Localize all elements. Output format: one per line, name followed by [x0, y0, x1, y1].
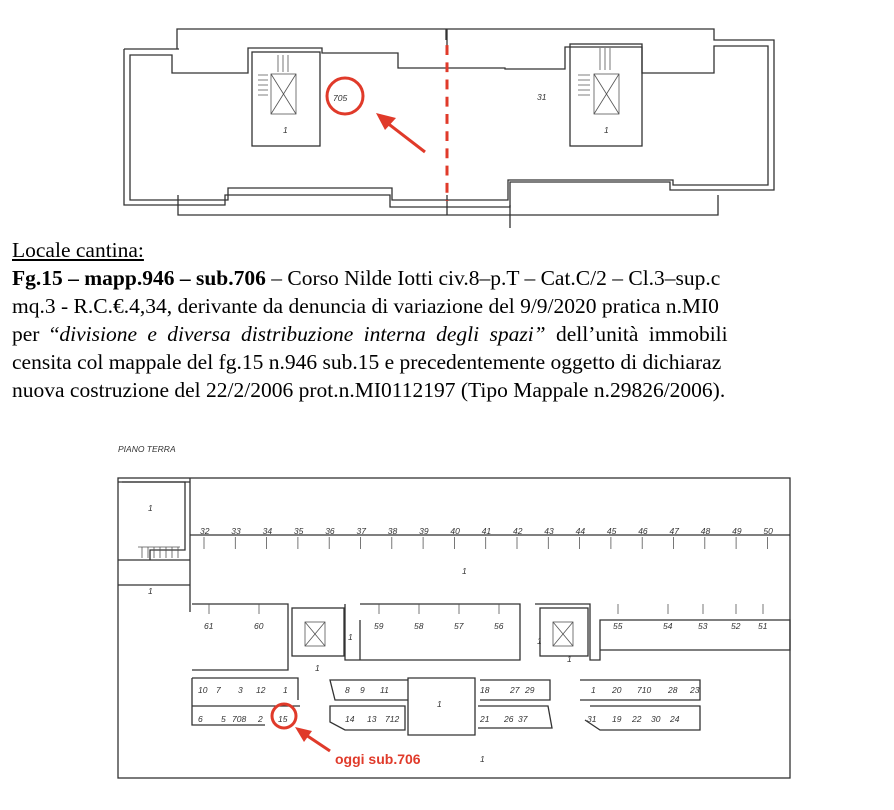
parking-label: 58	[414, 621, 424, 631]
unit-label: 1	[283, 125, 288, 135]
cellar-label: 30	[651, 714, 661, 724]
parking-label: 39	[419, 526, 429, 536]
cellar-label: 14	[345, 714, 355, 724]
cellar-label: 3	[238, 685, 243, 695]
cellar-label: 28	[667, 685, 678, 695]
parking-label: 43	[544, 526, 554, 536]
cellar-label: 10	[198, 685, 208, 695]
highlight-circle-705	[325, 76, 365, 116]
area-label: 1	[480, 754, 485, 764]
parking-label: 42	[513, 526, 523, 536]
cellar-label: 5	[221, 714, 226, 724]
area-label: 1	[537, 636, 542, 646]
area-label: 1	[567, 654, 572, 664]
area-label: 1	[315, 663, 320, 673]
parking-label: 44	[576, 526, 586, 536]
cellar-label: 21	[479, 714, 490, 724]
parking-label: 45	[607, 526, 617, 536]
cellar-label: 37	[518, 714, 528, 724]
parking-label: 46	[638, 526, 648, 536]
parking-label: 47	[670, 526, 680, 536]
parking-label: 49	[732, 526, 742, 536]
text-line: nuova costruzione del 22/2/2006 prot.n.M…	[12, 378, 726, 402]
cellar-label: 18	[480, 685, 490, 695]
cellar-label: 15	[278, 714, 288, 724]
unit-label: 31	[537, 92, 547, 102]
cellar-label: 2	[257, 714, 263, 724]
parking-label: 60	[254, 621, 264, 631]
parking-label: 38	[388, 526, 398, 536]
area-label: 1	[462, 566, 467, 576]
plan-title: PIANO TERRA	[118, 444, 176, 454]
parking-label: 35	[294, 526, 304, 536]
parking-label: 56	[494, 621, 504, 631]
cellar-label: 26	[503, 714, 514, 724]
cellar-label: 19	[612, 714, 622, 724]
cellar-label: 7	[216, 685, 221, 695]
cadastral-reference: Fg.15 – mapp.946 – sub.706	[12, 266, 266, 290]
cellar-label: 29	[524, 685, 535, 695]
area-label: 1	[148, 586, 153, 596]
parking-label: 52	[731, 621, 741, 631]
cellar-label: 1	[591, 685, 596, 695]
cellar-label: 20	[611, 685, 622, 695]
area-label: 1	[348, 632, 353, 642]
parking-label: 61	[204, 621, 214, 631]
parking-label: 32	[200, 526, 210, 536]
parking-label: 59	[374, 621, 384, 631]
area-label: 1	[148, 503, 153, 513]
text-span: – Corso Nilde Iotti civ.8–p.T – Cat.C/2 …	[265, 266, 721, 290]
cellar-label: 12	[256, 685, 266, 695]
parking-label: 54	[663, 621, 673, 631]
upper-floor-plan: 1 705 31 1	[123, 28, 775, 228]
parking-label: 40	[450, 526, 460, 536]
text-line: mq.3 - R.C.€.4,34, derivante da denuncia…	[12, 294, 719, 318]
text-span: per “	[12, 322, 60, 346]
cellar-label: 27	[509, 685, 520, 695]
document-text: Locale cantina: Fg.15 – mapp.946 – sub.7…	[12, 236, 894, 404]
parking-label: 55	[613, 621, 623, 631]
parking-label: 33	[231, 526, 241, 536]
text-line: censita col mappale del fg.15 n.946 sub.…	[12, 350, 722, 374]
staircase-left	[251, 51, 321, 147]
cellar-label: 31	[587, 714, 597, 724]
cellar-label: 11	[380, 685, 389, 695]
staircase-right	[569, 43, 643, 147]
italic-quote: divisione e diversa distribuzione intern…	[59, 322, 546, 346]
parking-label: 37	[357, 526, 367, 536]
cellar-label: 1	[283, 685, 288, 695]
parking-label: 34	[263, 526, 273, 536]
cellar-label: 8	[345, 685, 350, 695]
unit-label: 1	[604, 125, 609, 135]
cellar-label: 23	[689, 685, 700, 695]
cellar-label: 24	[669, 714, 680, 724]
parking-label: 41	[482, 526, 492, 536]
parking-label: 53	[698, 621, 708, 631]
parking-label: 57	[454, 621, 464, 631]
cellar-label: 13	[367, 714, 377, 724]
parking-label: 48	[701, 526, 711, 536]
arrow-icon	[385, 120, 426, 154]
area-label: 1	[437, 699, 442, 709]
cellar-label: 6	[198, 714, 203, 724]
cellar-label: 712	[385, 714, 399, 724]
highlight-circle-15	[270, 702, 298, 730]
parking-label: 51	[758, 621, 768, 631]
cellar-label: 9	[360, 685, 365, 695]
cellar-label: 710	[637, 685, 651, 695]
section-heading: Locale cantina:	[12, 238, 144, 262]
unit-label-705: 705	[333, 93, 347, 103]
cellar-label: 708	[232, 714, 246, 724]
parking-label: 36	[325, 526, 335, 536]
text-span: dell’unità immobili	[545, 322, 728, 346]
cellar-label: 22	[631, 714, 642, 724]
annotation-oggi-sub-706: oggi sub.706	[335, 751, 421, 767]
parking-label: 50	[763, 526, 773, 536]
